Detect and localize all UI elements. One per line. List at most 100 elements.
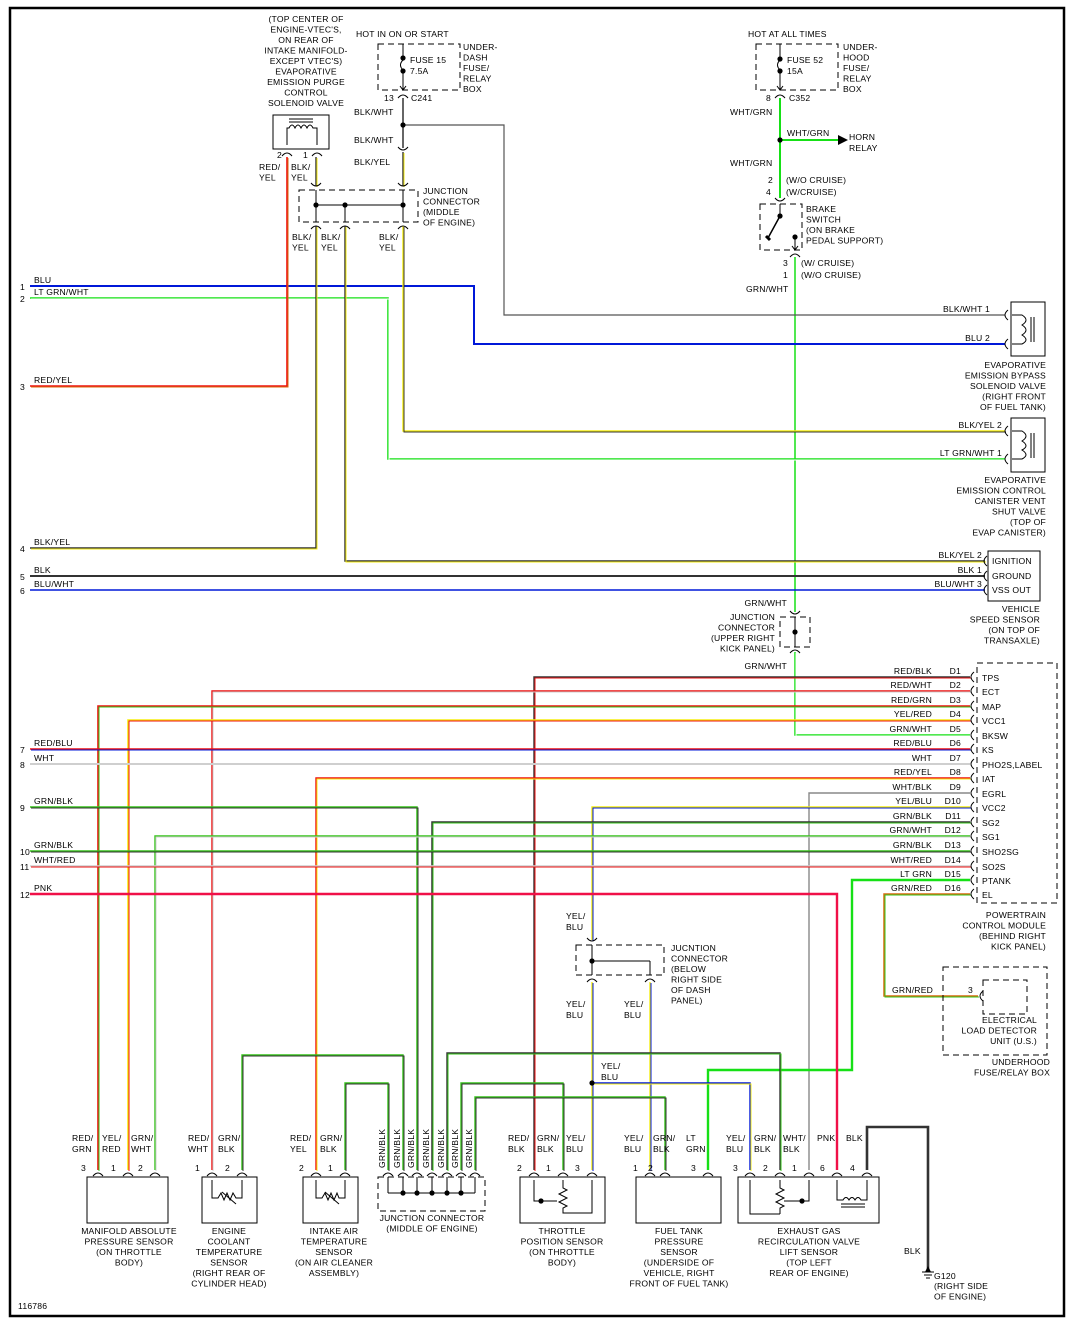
wire-label: RED/ bbox=[259, 162, 281, 172]
vss-label: SPEED SENSOR bbox=[970, 615, 1040, 625]
splice-dot bbox=[400, 202, 406, 208]
connector-pin bbox=[397, 225, 409, 230]
pin-num: 1 bbox=[546, 1163, 551, 1173]
sensor-wire-label: WHT/ bbox=[783, 1133, 806, 1143]
sensor-wire-label: BLU bbox=[726, 1144, 743, 1154]
iat-sensor-label: INTAKE AIR bbox=[310, 1226, 359, 1236]
connector-pin bbox=[397, 94, 409, 99]
pcm-pin-name: PTANK bbox=[982, 876, 1011, 886]
pcm-pin-name: SG1 bbox=[982, 832, 1000, 842]
left-wire-label: GRN/BLK bbox=[34, 796, 73, 806]
pcm-pin-name: ECT bbox=[982, 687, 1000, 697]
junction-dash-label: JUCNTION bbox=[671, 943, 716, 953]
pcm-pin-id: D2 bbox=[950, 680, 961, 690]
purge-valve-label: ON REAR OF bbox=[278, 35, 333, 45]
ground-label: OF ENGINE) bbox=[934, 1292, 986, 1302]
purge-solenoid-box bbox=[272, 114, 330, 150]
wire-d4 bbox=[127, 719, 970, 1170]
purge-valve-label: EVAPORATIVE bbox=[275, 67, 337, 77]
sensor-wire-label: BLK bbox=[508, 1144, 525, 1154]
eld-label: ELECTRICAL bbox=[982, 1015, 1037, 1025]
hot-all-times-label: HOT AT ALL TIMES bbox=[748, 29, 827, 39]
wire-d16-stripe bbox=[884, 894, 979, 998]
sensor-wire-label: BLU bbox=[624, 1144, 641, 1154]
connector-pin bbox=[831, 1172, 843, 1177]
wiper-line bbox=[533, 1180, 557, 1202]
purge-valve-label: CONTROL bbox=[284, 88, 327, 98]
ect-sensor-label: SENSOR bbox=[210, 1258, 248, 1268]
sensor-wire-label: BLK bbox=[537, 1144, 554, 1154]
connector-pin bbox=[310, 1172, 322, 1177]
pcm-wire-label: YEL/BLU bbox=[895, 796, 932, 806]
wire-label: BLU bbox=[624, 1010, 641, 1020]
map-sensor-label: PRESSURE SENSOR bbox=[85, 1237, 174, 1247]
solenoid-coil-icon bbox=[1012, 314, 1027, 345]
wire-d15 bbox=[706, 878, 970, 1170]
left-wire-num: 7 bbox=[20, 745, 25, 755]
pin-num: 13 bbox=[384, 93, 394, 103]
junction-mid-label: (MIDDLE bbox=[423, 207, 460, 217]
connector-pin bbox=[339, 225, 351, 230]
sensor-wire-label: GRN/ bbox=[218, 1133, 241, 1143]
pin-note: (W/CRUISE) bbox=[786, 187, 837, 197]
wire-2-ltgrn-wht-stripe bbox=[31, 298, 1006, 461]
left-wire-num: 6 bbox=[20, 586, 25, 596]
thermistor-icon bbox=[211, 1180, 243, 1202]
switch-contact bbox=[764, 234, 772, 242]
underhood-box-label: UNDERHOOD bbox=[992, 1057, 1050, 1067]
pin-num: 1 bbox=[303, 150, 308, 160]
splice-dot bbox=[777, 68, 783, 74]
pin-note: (W/O CRUISE) bbox=[786, 175, 846, 185]
purge-valve-label: (TOP CENTER OF bbox=[268, 14, 343, 24]
pin-note: (W/O CRUISE) bbox=[801, 270, 861, 280]
iat-sensor-label: (ON AIR CLEANER bbox=[295, 1258, 373, 1268]
pcm-wire-label: LT GRN bbox=[900, 869, 932, 879]
wire-d2-stripe bbox=[212, 691, 971, 1171]
pcm-label: POWERTRAIN bbox=[986, 910, 1046, 920]
underdash-box-label: FUSE/ bbox=[463, 63, 490, 73]
components-layer bbox=[86, 43, 1058, 1279]
wire-9-grn-blk bbox=[30, 806, 418, 1170]
sensor-wire-label: YEL/ bbox=[726, 1133, 746, 1143]
wire-label: BLU bbox=[601, 1072, 618, 1082]
wire-tps-gnd-stripe bbox=[461, 1083, 565, 1171]
sensor-wire-label: YEL/ bbox=[624, 1133, 644, 1143]
wire-12-pnk bbox=[30, 892, 839, 1170]
wire-label: GRN/RED bbox=[892, 985, 933, 995]
sensor-wire-label: YEL bbox=[290, 1144, 307, 1154]
connector-pin bbox=[1004, 453, 1009, 465]
connector-pin bbox=[803, 1172, 815, 1177]
wire-label: YEL bbox=[291, 173, 308, 183]
splice-dot bbox=[400, 55, 406, 61]
splice-dot bbox=[538, 1198, 544, 1204]
connector-pin bbox=[644, 978, 656, 983]
bypass-valve-label: EMISSION BYPASS bbox=[965, 371, 1046, 381]
splice-dot bbox=[589, 958, 595, 964]
left-wire-num: 2 bbox=[20, 294, 25, 304]
wiper-line bbox=[784, 1180, 810, 1202]
left-wire-label: BLK/YEL bbox=[34, 537, 70, 547]
fuse52-label: 15A bbox=[787, 66, 803, 76]
pin-num: 2 bbox=[517, 1163, 522, 1173]
connector-pin bbox=[397, 146, 409, 151]
fuse15-label: FUSE 15 bbox=[410, 55, 446, 65]
splice-dot bbox=[400, 68, 406, 74]
tps-sensor-label: (ON THROTTLE bbox=[529, 1247, 595, 1257]
wiper-line bbox=[749, 1180, 780, 1215]
junction-dash-label: CONNECTOR bbox=[671, 954, 728, 964]
bypass-valve-label: SOLENOID VALVE bbox=[970, 381, 1046, 391]
wire-ect-gnd bbox=[241, 1054, 404, 1170]
wire-d12 bbox=[154, 835, 970, 1170]
coil-icon bbox=[836, 1180, 868, 1201]
pin-num: 1 bbox=[633, 1163, 638, 1173]
wire-yelblu-egr bbox=[592, 1082, 751, 1170]
connector-pin bbox=[122, 1172, 134, 1177]
wire-ftp-gnd bbox=[474, 1096, 666, 1170]
wire-d3 bbox=[97, 705, 970, 1170]
pcm-wire-label: RED/WHT bbox=[891, 680, 933, 690]
sensor-wire-label: BLU bbox=[566, 1144, 583, 1154]
wire-d9 bbox=[808, 792, 970, 1170]
wire-label: WHT/GRN bbox=[730, 107, 772, 117]
wire-label: BLU bbox=[566, 922, 583, 932]
